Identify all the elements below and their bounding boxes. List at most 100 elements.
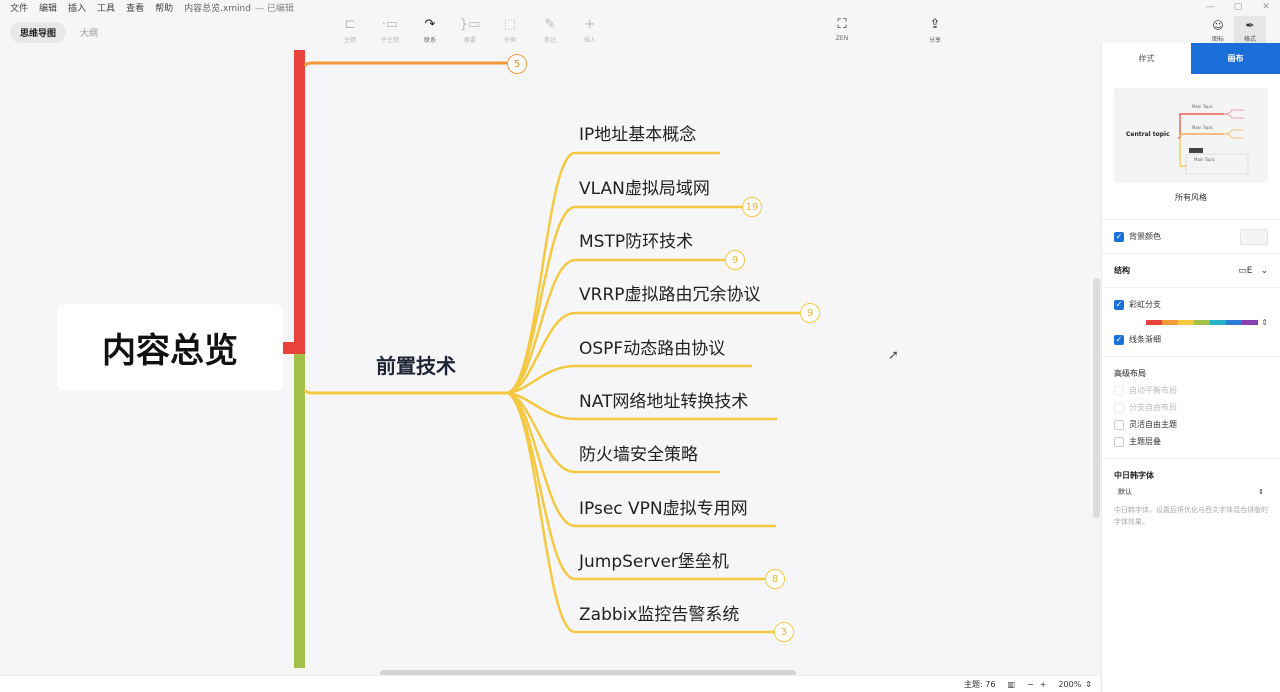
note-icon: ✎ xyxy=(544,16,556,32)
flexible-topic-checkbox[interactable] xyxy=(1114,419,1124,430)
rainbow-palette-select[interactable]: ⇕ xyxy=(1128,315,1268,329)
boundary-icon: ⬚ xyxy=(503,16,517,32)
view-tabs: 思维导图 大纲 xyxy=(10,22,112,43)
topic-overlap-checkbox[interactable] xyxy=(1114,436,1124,447)
topic-count: 主题: 76 xyxy=(964,679,996,689)
relationship-icon: ↷ xyxy=(424,16,436,32)
close-button[interactable]: ✕ xyxy=(1262,2,1270,12)
subtopic[interactable]: NAT网络地址转换技术 xyxy=(579,392,749,412)
zoom-spinner-icon[interactable]: ⇕ xyxy=(1085,679,1092,689)
maximize-button[interactable]: ▢ xyxy=(1233,2,1243,12)
collapsed-count-badge[interactable]: 19 xyxy=(742,197,762,217)
menu-help[interactable]: 帮助 xyxy=(155,3,174,14)
subtopic-button[interactable]: ·▭ 子主题 xyxy=(370,14,410,45)
tab-mindmap[interactable]: 思维导图 xyxy=(10,22,67,43)
mouse-cursor-icon: ➚ xyxy=(888,348,899,363)
collapsed-count-badge[interactable]: 5 xyxy=(507,54,527,74)
subtopic[interactable]: OSPF动态路由协议 xyxy=(579,339,726,359)
note-label: 笔记 xyxy=(543,37,556,44)
panel-toggle-tools: ☺ 图标 ✒ 格式 xyxy=(1202,16,1266,46)
relationship-button[interactable]: ↷ 联系 xyxy=(410,14,450,45)
rainbow-branch-checkbox[interactable]: ✓ xyxy=(1114,299,1124,310)
auto-balance-checkbox[interactable] xyxy=(1114,385,1124,396)
cjk-font-select[interactable]: 默认 ⇕ xyxy=(1114,484,1268,500)
background-color-label: 背景颜色 xyxy=(1129,232,1161,241)
cjk-font-value: 默认 xyxy=(1118,488,1132,496)
subtopic[interactable]: IP地址基本概念 xyxy=(579,125,697,145)
collapsed-count-badge[interactable]: 9 xyxy=(725,250,745,270)
collapsed-count-badge[interactable]: 8 xyxy=(765,569,785,589)
subtopic[interactable]: Zabbix监控告警系统 xyxy=(579,605,740,625)
menu-view[interactable]: 查看 xyxy=(126,3,145,14)
tapered-lines-label: 线条渐细 xyxy=(1129,335,1161,344)
free-branch-checkbox[interactable] xyxy=(1114,402,1124,413)
tapered-lines-checkbox[interactable]: ✓ xyxy=(1114,334,1124,345)
cjk-font-hint: 中日韩字体，设置后将优化与西文字体混合排版的字体效果。 xyxy=(1114,506,1268,526)
zen-label: ZEN xyxy=(835,35,849,42)
boundary-button[interactable]: ⬚ 外框 xyxy=(490,14,530,45)
menu-edit[interactable]: 编辑 xyxy=(39,3,58,14)
preview-main-topic: Main Topic xyxy=(1192,125,1213,130)
insert-button[interactable]: + 插入 xyxy=(570,14,610,45)
subtopic[interactable]: VRRP虚拟路由冗余协议 xyxy=(579,285,761,305)
format-panel-label: 格式 xyxy=(1243,36,1256,43)
subtopic[interactable]: IPsec VPN虚拟专用网 xyxy=(579,499,748,519)
advanced-layout-title: 高级布局 xyxy=(1114,369,1146,378)
tab-style[interactable]: 样式 xyxy=(1138,54,1155,63)
menu-tools[interactable]: 工具 xyxy=(97,3,116,14)
background-color-checkbox[interactable]: ✓ xyxy=(1114,231,1124,242)
topic-icon: ⊏ xyxy=(344,16,356,32)
theme-preview[interactable]: Central topic Main Topic Main Topic Main… xyxy=(1114,88,1268,183)
background-color-swatch[interactable] xyxy=(1240,228,1268,245)
zoom-out-button[interactable]: − xyxy=(1027,679,1034,689)
collapsed-count-badge[interactable]: 3 xyxy=(774,622,794,642)
advanced-layout-section: 高级布局 自动平衡布局 分支自由布局 灵活自由主题 主题层叠 xyxy=(1102,356,1280,458)
icon-panel-label: 图标 xyxy=(1211,36,1224,43)
insert-icon: + xyxy=(584,16,596,32)
all-styles-button[interactable]: 所有风格 xyxy=(1114,189,1268,205)
relationship-label: 联系 xyxy=(423,37,436,44)
tab-outline[interactable]: 大纲 xyxy=(80,29,99,39)
menu-file[interactable]: 文件 xyxy=(10,3,29,14)
summary-label: 概要 xyxy=(463,37,476,44)
mindmap-canvas[interactable]: 5 内容总览 前置技术 IP地址基本概念 VLAN虚拟局域网 19 MSTP防环… xyxy=(0,50,1100,675)
minimize-button[interactable]: — xyxy=(1205,2,1215,12)
summary-icon: }▭ xyxy=(459,16,481,32)
subtopic[interactable]: 防火墙安全策略 xyxy=(579,445,698,465)
structure-select[interactable]: ▭E ⌄ xyxy=(1238,266,1268,276)
format-panel-button[interactable]: ✒ 格式 xyxy=(1234,16,1266,46)
preview-central-topic: Central topic xyxy=(1126,131,1170,138)
summary-button[interactable]: }▭ 概要 xyxy=(450,14,490,45)
menu-insert[interactable]: 插入 xyxy=(68,3,87,14)
file-name: 内容总览.xmind xyxy=(184,3,251,14)
central-topic[interactable]: 内容总览 xyxy=(57,304,283,391)
zoom-level[interactable]: 200% xyxy=(1058,679,1082,689)
share-button[interactable]: ⇪ 分享 xyxy=(915,14,955,45)
branch-lines xyxy=(283,50,800,668)
structure-label: 结构 xyxy=(1114,266,1130,275)
zoom-in-button[interactable]: + xyxy=(1039,679,1047,689)
menu-bar: 文件 编辑 插入 工具 查看 帮助 内容总览.xmind — 已编辑 xyxy=(0,0,1280,14)
icon-panel-button[interactable]: ☺ 图标 xyxy=(1202,16,1234,46)
share-icon: ⇪ xyxy=(929,16,941,32)
toolbar: ⊏ 主题 ·▭ 子主题 ↷ 联系 }▭ 概要 ⬚ 外框 ✎ 笔记 + 插入 xyxy=(330,14,610,45)
subtopic-icon: ·▭ xyxy=(381,16,399,32)
rainbow-branch-label: 彩虹分支 xyxy=(1129,300,1161,309)
note-button[interactable]: ✎ 笔记 xyxy=(530,14,570,45)
horizontal-scrollbar[interactable] xyxy=(380,670,796,675)
main-topic[interactable]: 前置技术 xyxy=(376,354,456,378)
sticker-icon: ☺ xyxy=(1212,19,1224,32)
topic-button[interactable]: ⊏ 主题 xyxy=(330,14,370,45)
tab-canvas[interactable]: 画布 xyxy=(1191,43,1280,74)
subtopic-label: 子主题 xyxy=(380,37,399,44)
rainbow-color-bar xyxy=(1146,319,1258,325)
map-view-icon[interactable]: ▥ xyxy=(1007,679,1016,689)
subtopic[interactable]: JumpServer堡垒机 xyxy=(579,552,729,572)
boundary-label: 外框 xyxy=(503,37,516,44)
vertical-scrollbar[interactable] xyxy=(1093,278,1100,518)
zen-button[interactable]: ⛶ ZEN xyxy=(822,14,862,43)
subtopic[interactable]: VLAN虚拟局域网 xyxy=(579,179,710,199)
collapsed-count-badge[interactable]: 9 xyxy=(800,303,820,323)
subtopic[interactable]: MSTP防环技术 xyxy=(579,232,694,252)
structure-icon: ▭E xyxy=(1238,265,1253,276)
